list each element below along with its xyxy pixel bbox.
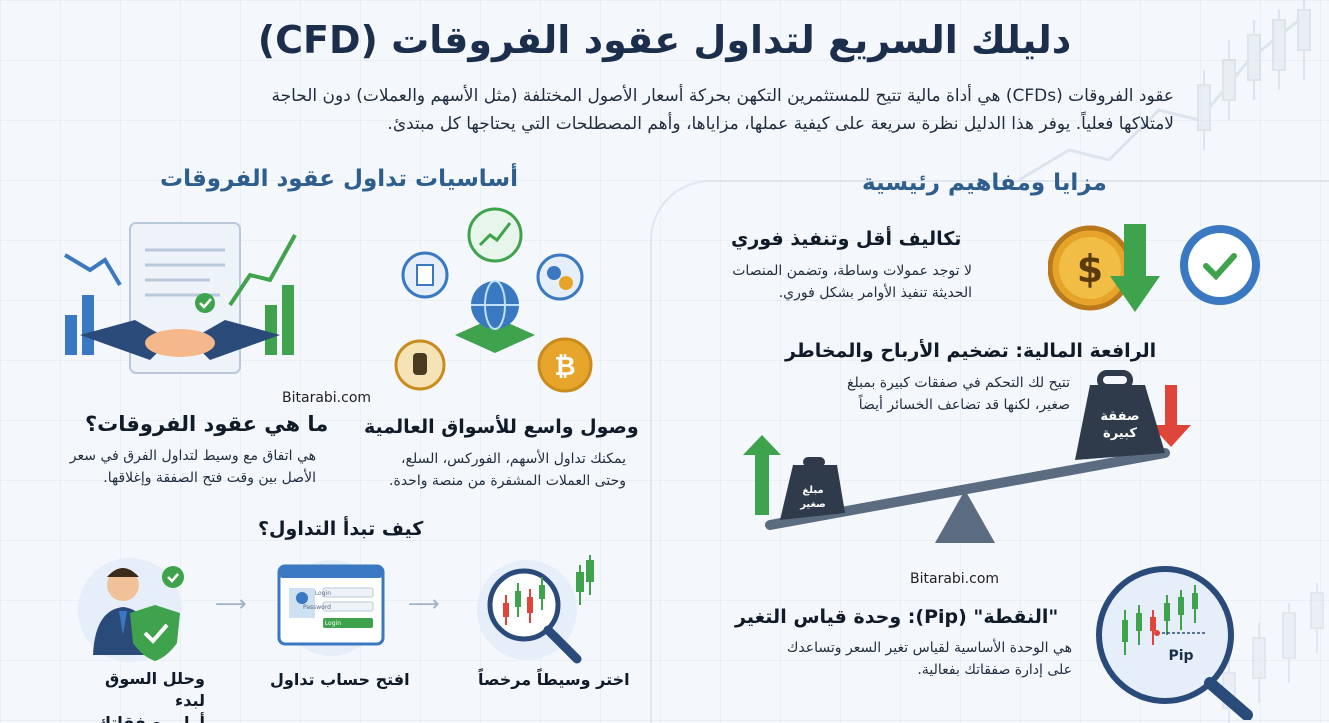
flow-arrow-icon: ⟶: [408, 592, 440, 617]
pip-label: Pip: [1168, 648, 1193, 664]
advantages-panel: [650, 180, 1329, 723]
costs-title: تكاليف أقل وتنفيذ فوري: [731, 228, 962, 250]
flow-arrow-icon: ⟶: [215, 592, 247, 617]
broker-magnifier-icon: [477, 555, 594, 664]
pip-text: هي الوحدة الأساسية لقياس تغير السعر وتسا…: [786, 640, 1072, 678]
global-markets-title: وصول واسع للأسواق العالمية: [364, 416, 639, 438]
intro-line-1: عقود الفروقات (CFDs) هي أداة مالية تتيح …: [271, 86, 1174, 106]
leverage-text: تتيح لك التحكم في صفقات كبيرة بمبلغ صغير…: [847, 375, 1070, 413]
big-trade-label-2: كبيرة: [1103, 426, 1137, 441]
coin-down-arrow-icon: $: [1048, 224, 1260, 312]
how-to-start-title: كيف تبدأ التداول؟: [258, 518, 424, 540]
analyst-shield-icon: [78, 558, 184, 662]
intro-paragraph: عقود الفروقات (CFDs) هي أداة مالية تتيح …: [164, 82, 1174, 138]
big-trade-label-1: صفقة: [1100, 409, 1139, 424]
what-is-cfd-title: ما هي عقود الفروقات؟: [85, 412, 329, 436]
pip-magnifier-icon: Pip: [1096, 566, 1253, 720]
step-open-account: افتح حساب تداول: [270, 670, 410, 689]
small-amount-label-2: صغير: [799, 499, 826, 510]
decorative-candlestick-icon: [1018, 0, 1311, 182]
pip-title: "النقطة" (Pip): وحدة قياس التغير: [735, 606, 1059, 628]
global-markets-text: يمكنك تداول الأسهم، الفوركس، السلع، وحتى…: [389, 451, 626, 489]
login-button-label: Login: [325, 620, 341, 627]
costs-text: لا توجد عمولات وساطة، وتضمن المنصات الحد…: [732, 263, 972, 301]
login-field-label: Login: [315, 590, 331, 597]
watermark-right: Bitarabi.com: [910, 571, 1000, 587]
what-is-cfd-text: هي اتفاق مع وسيط لتداول الفرق في سعر الأ…: [69, 448, 316, 486]
svg-text:$: $: [1077, 247, 1103, 291]
watermark-left: Bitarabi.com: [282, 390, 372, 406]
step-analyze-market: وحلل السوق لبدء أولى صفقاتك.: [90, 669, 205, 723]
leverage-title: الرافعة المالية: تضخيم الأرباح والمخاطر: [785, 340, 1157, 362]
trading-account-icon: Login Password Login: [277, 560, 385, 656]
global-markets-icon: ₿: [394, 207, 593, 393]
small-amount-label-1: مبلغ: [802, 485, 823, 496]
handshake-contract-icon: [63, 222, 297, 374]
svg-text:₿: ₿: [554, 352, 575, 382]
basics-section-title: أساسيات تداول عقود الفروقات: [160, 166, 518, 192]
intro-line-2: لامتلاكها فعلياً. يوفر هذا الدليل نظرة س…: [387, 114, 1174, 134]
leverage-seesaw-icon: مبلغ صغير صفقة كبيرة: [743, 370, 1191, 543]
advantages-section-title: مزايا ومفاهيم رئيسية: [862, 170, 1107, 196]
password-field-label: Password: [303, 604, 331, 611]
step-choose-broker: اختر وسيطاً مرخصاً: [478, 670, 630, 689]
page-title: دليلك السريع لتداول عقود الفروقات (CFD): [257, 18, 1072, 62]
